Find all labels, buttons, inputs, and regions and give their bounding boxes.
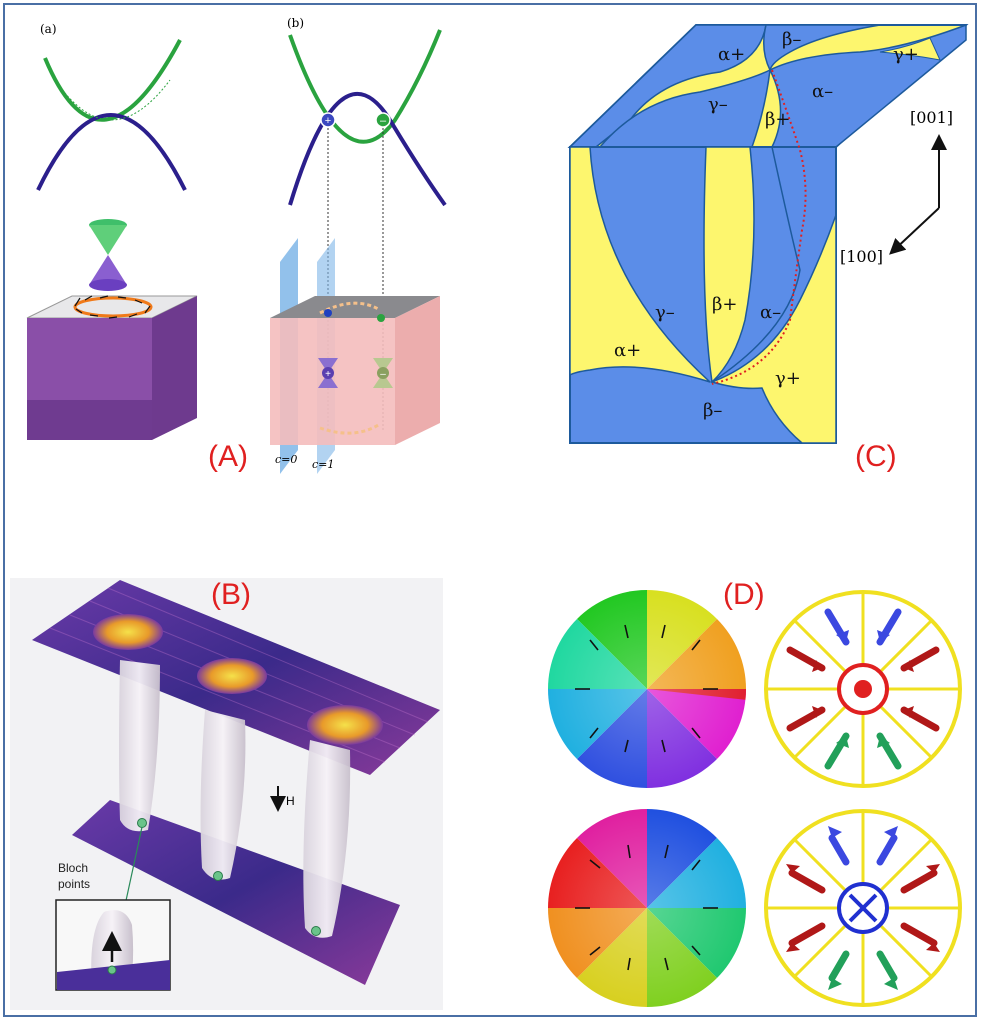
region-labels: α+ β– γ+ γ– β+ α– γ– β+ α– α+ γ+ β– — [614, 29, 919, 421]
dot-icon — [854, 680, 872, 698]
cone-minus-icon — [377, 367, 389, 379]
band-upper — [43, 39, 182, 122]
svg-text:–: – — [380, 115, 387, 127]
node-top-left — [324, 309, 332, 317]
svg-text:α+: α+ — [718, 44, 745, 65]
figure-frame — [3, 3, 977, 1017]
field-label: H — [286, 794, 295, 808]
cube-b-side — [395, 296, 440, 445]
top-region-gamma-minus — [598, 68, 771, 148]
disk-bottom-arrows — [575, 844, 718, 971]
disk-top-arrows — [575, 624, 718, 753]
top-region-gamma-plus — [879, 37, 941, 61]
svg-text:+: + — [325, 369, 331, 380]
panel-label-d: (D) — [723, 578, 765, 611]
weyl-plus-icon — [320, 112, 336, 128]
band-b-lower — [288, 91, 447, 207]
front-region-gamma-plus — [709, 214, 837, 444]
axis-100-arrow — [889, 207, 940, 255]
svg-text:α+: α+ — [614, 340, 641, 361]
svg-text:β–: β– — [782, 29, 801, 50]
cube-b-top — [270, 296, 440, 318]
skyrmion-spot-2 — [197, 658, 267, 694]
cone-bottom — [89, 279, 127, 291]
surface-ring — [73, 296, 153, 318]
fermi-arc-bottom — [319, 422, 381, 435]
panel-b: H Bloch points (B) — [10, 578, 443, 1010]
weyl-minus-icon — [375, 112, 391, 128]
schematic-bottom — [764, 809, 962, 1007]
svg-text:γ–: γ– — [708, 94, 728, 115]
cube-a-shade — [27, 400, 152, 440]
sub-label-b: (b) — [287, 16, 304, 30]
front-region-alpha-plus — [569, 146, 711, 383]
node-top-right — [377, 314, 385, 322]
axis-100-label: [100] — [840, 247, 883, 266]
top-region-blue-left — [568, 24, 767, 148]
inset-bloch-point — [107, 965, 117, 975]
svg-text:+: + — [325, 115, 331, 127]
front-boundary — [711, 146, 801, 383]
bottom-plate — [72, 800, 400, 985]
svg-text:α–: α– — [812, 81, 833, 102]
panel-d: (D) — [548, 578, 962, 1007]
sub-label-a: (a) — [40, 22, 57, 36]
trajectory-line — [711, 69, 807, 385]
bloch-point-1 — [137, 818, 147, 828]
panel-label-c: (C) — [855, 440, 897, 473]
cone-plus-icon — [322, 367, 334, 379]
inset-plate — [57, 960, 170, 990]
band-b-upper — [288, 29, 442, 144]
label-c1: c=1 — [312, 458, 334, 471]
bloch-label-2: points — [58, 877, 90, 891]
axis-001-label: [001] — [910, 108, 953, 127]
bloch-point-2 — [213, 871, 223, 881]
panel-label-a: (A) — [208, 440, 248, 473]
skyrmion-tube-2 — [200, 710, 246, 880]
bloch-point-3 — [311, 926, 321, 936]
cone-lower — [89, 255, 127, 285]
svg-text:γ+: γ+ — [775, 368, 801, 389]
cone-upper — [89, 225, 127, 255]
panel-label-b: (B) — [211, 578, 251, 611]
panel-a: (a) (b) + – — [26, 16, 447, 474]
spin-arrows — [74, 295, 151, 319]
skyrmion-tube-1 — [119, 660, 160, 832]
svg-text:–: – — [380, 369, 386, 380]
svg-text:β+: β+ — [765, 109, 791, 130]
schematic-top — [764, 590, 962, 788]
top-region-beta-minus — [763, 24, 881, 73]
svg-text:β+: β+ — [712, 294, 738, 315]
label-c0: c=0 — [275, 453, 297, 466]
fermi-arc-top — [319, 301, 381, 315]
panel-c: α+ β– γ+ γ– β+ α– γ– β+ α– α+ γ+ β– [001… — [567, 23, 969, 473]
bloch-label-1: Bloch — [58, 861, 88, 875]
cube-a-side — [152, 296, 197, 440]
svg-text:γ–: γ– — [655, 302, 675, 323]
skyrmion-spot-1 — [93, 614, 163, 650]
skyrmion-tube-3 — [303, 740, 351, 938]
band-lower — [36, 113, 187, 191]
svg-text:β–: β– — [703, 400, 722, 421]
front-region-beta-plus — [703, 146, 755, 384]
svg-text:γ+: γ+ — [893, 44, 919, 65]
cross-icon — [848, 893, 878, 923]
skyrmion-spot-3 — [307, 705, 383, 745]
svg-text:α–: α– — [760, 302, 781, 323]
band-dotted — [54, 79, 171, 121]
